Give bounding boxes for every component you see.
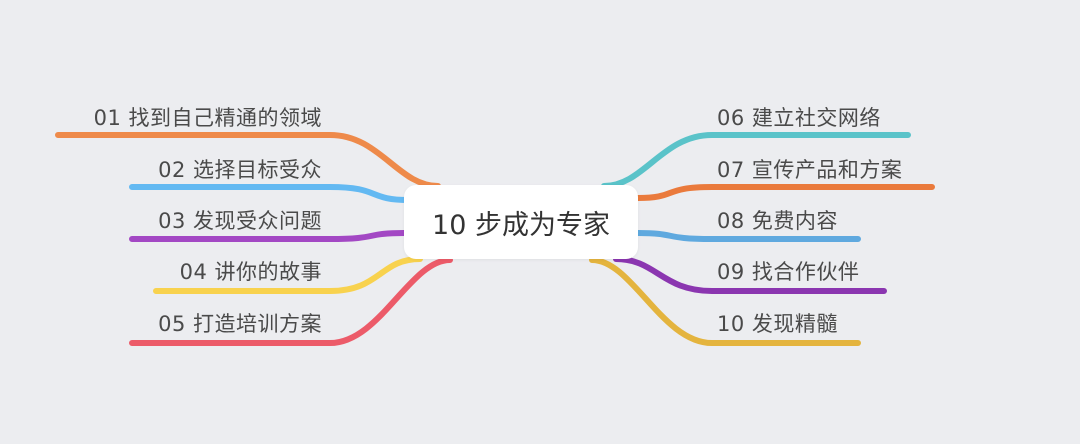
central-topic-label: 10 步成为专家 (432, 209, 610, 241)
topic-05-label: 05 打造培训方案 (158, 312, 322, 336)
topic-08[interactable]: 08 免费内容 (717, 208, 838, 234)
topic-03[interactable]: 03 发现受众问题 (158, 208, 322, 234)
branch-line-02 (129, 184, 411, 203)
topic-01[interactable]: 01 找到自己精通的领域 (94, 105, 322, 131)
branch-line-05 (129, 257, 453, 346)
topic-02[interactable]: 02 选择目标受众 (158, 157, 322, 183)
branch-line-03 (129, 230, 407, 242)
topic-08-label: 08 免费内容 (717, 209, 838, 233)
branch-line-09 (613, 256, 887, 294)
topic-05[interactable]: 05 打造培训方案 (158, 311, 322, 337)
topic-01-label: 01 找到自己精通的领域 (93, 106, 322, 130)
branch-line-04 (153, 256, 423, 294)
branch-line-08 (635, 230, 861, 242)
topic-06[interactable]: 06 建立社交网络 (717, 105, 881, 131)
central-topic[interactable]: 10 步成为专家 (404, 185, 638, 259)
topic-07-label: 07 宣传产品和方案 (717, 158, 903, 182)
topic-03-label: 03 发现受众问题 (158, 209, 322, 233)
topic-07[interactable]: 07 宣传产品和方案 (717, 157, 902, 183)
topic-10-label: 10 发现精髓 (717, 312, 838, 336)
topic-10[interactable]: 10 发现精髓 (717, 311, 838, 337)
topic-09[interactable]: 09 找合作伙伴 (717, 259, 859, 285)
branch-line-07 (635, 184, 935, 201)
topic-04-label: 04 讲你的故事 (179, 260, 322, 284)
topic-06-label: 06 建立社交网络 (717, 106, 881, 130)
topic-02-label: 02 选择目标受众 (158, 158, 322, 182)
branch-line-06 (601, 132, 911, 189)
topic-09-label: 09 找合作伙伴 (717, 260, 860, 284)
topic-04[interactable]: 04 讲你的故事 (180, 259, 322, 285)
branch-line-01 (55, 132, 441, 189)
branch-line-10 (589, 257, 861, 346)
